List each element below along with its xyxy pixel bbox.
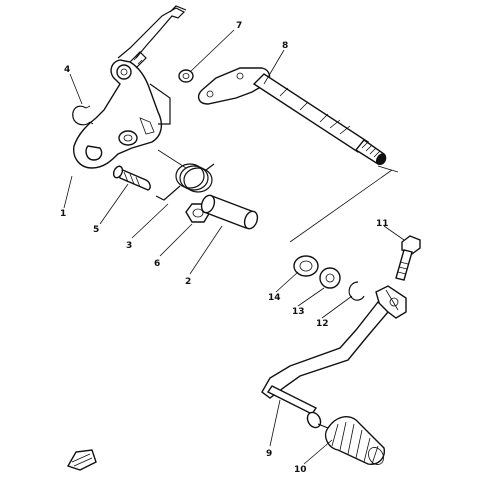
part-13-washer — [319, 267, 341, 289]
callout-7: 7 — [236, 21, 242, 31]
callout-13: 13 — [292, 307, 305, 317]
leader-lines — [63, 29, 405, 465]
callout-5: 5 — [93, 225, 99, 235]
guide-lines — [157, 149, 399, 243]
part-12-circlip — [348, 281, 365, 301]
part-11-bolt — [395, 235, 421, 281]
part-5-pin — [112, 165, 151, 191]
callout-9: 9 — [266, 449, 272, 459]
part-14-oil-seal — [293, 255, 319, 277]
callout-12: 12 — [316, 319, 329, 329]
part-8-shift-shaft — [197, 67, 387, 166]
callout-3: 3 — [126, 241, 132, 251]
callout-1: 1 — [60, 209, 66, 219]
callout-14: 14 — [268, 293, 281, 303]
part-3-torsion-spring — [155, 163, 215, 201]
part-1-shift-lever-plate — [73, 5, 187, 169]
front-direction-arrow-icon — [66, 449, 97, 471]
callout-8: 8 — [282, 41, 288, 51]
part-9-change-pedal — [261, 285, 407, 429]
callout-2: 2 — [185, 277, 191, 287]
callout-4: 4 — [64, 65, 70, 75]
part-4-circlip — [72, 105, 94, 126]
callout-6: 6 — [154, 259, 160, 269]
part-2-collar — [200, 194, 259, 230]
part-7-washer — [178, 69, 194, 83]
callout-11: 11 — [376, 219, 389, 229]
callout-10: 10 — [294, 465, 307, 475]
part-10-pedal-rubber — [324, 416, 385, 465]
callout-labels: 1 2 3 4 5 6 7 8 9 10 11 12 13 14 — [60, 21, 389, 475]
